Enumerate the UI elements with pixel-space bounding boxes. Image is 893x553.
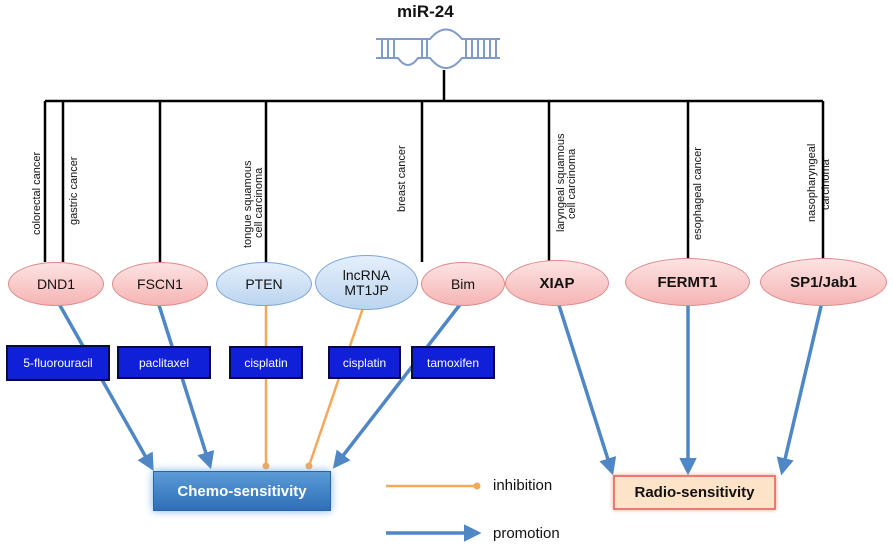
target-node-fscn1: FSCN1 — [112, 262, 208, 306]
legend-inhibition-label: inhibition — [493, 477, 553, 494]
cancer-label: breast cancer — [396, 145, 408, 212]
target-node-fermt1: FERMT1 — [625, 258, 750, 306]
cancer-label: colorectal cancer — [31, 151, 43, 235]
chemo-sensitivity-box: Chemo-sensitivity — [153, 471, 331, 511]
cancer-label: nasopharyngeal — [806, 143, 818, 222]
cancer-label: gastric cancer — [68, 156, 80, 225]
target-node-pten: PTEN — [216, 262, 312, 306]
cancer-label: esophageal cancer — [692, 147, 704, 240]
cancer-label: cell carcinoma — [253, 167, 265, 238]
target-node-xiap: XIAP — [505, 260, 609, 306]
drug-box: tamoxifen — [411, 346, 495, 379]
drug-box: cisplatin — [328, 346, 401, 379]
cancer-label: carcinoma — [820, 159, 832, 210]
radio-sensitivity-box: Radio-sensitivity — [613, 475, 776, 510]
diagram-title: miR-24 — [397, 2, 454, 21]
target-node-lncrna-mt1jp: lncRNA MT1JP — [315, 255, 418, 310]
hairpin-icon — [376, 28, 500, 69]
cancer-label: cell carcinoma — [566, 148, 578, 219]
drug-box: 5-fluorouracil — [6, 345, 110, 381]
target-node-sp1-jab1: SP1/Jab1 — [760, 258, 887, 306]
target-node-bim: Bim — [421, 262, 505, 306]
legend-promotion-label: promotion — [493, 525, 560, 542]
drug-box: paclitaxel — [117, 346, 211, 379]
target-node-dnd1: DND1 — [8, 262, 104, 306]
drug-box: cisplatin — [229, 346, 303, 379]
